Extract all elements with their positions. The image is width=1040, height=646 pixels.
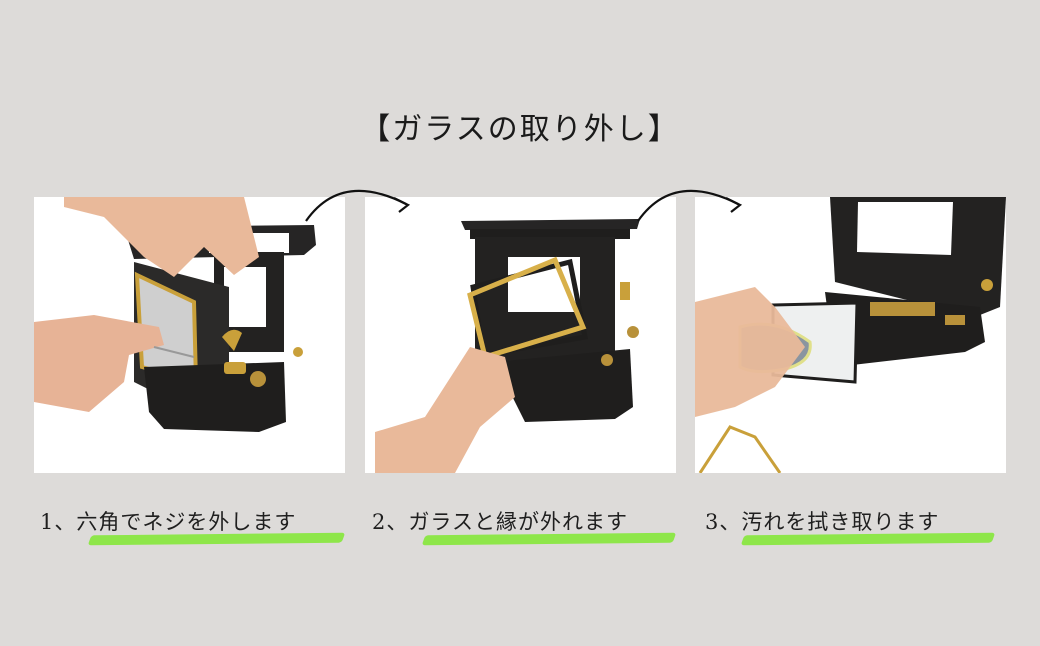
curved-arrow-right-icon [637,189,743,222]
step-2-caption: 2、ガラスと縁が外れます [372,506,677,546]
step-2-photo [365,197,676,473]
highlight-stroke [421,532,677,546]
step-3-photo [695,197,1006,473]
step-number: 2、 [372,510,409,534]
page-title: 【ガラスの取り外し】 [360,112,680,147]
highlight-stroke [740,532,996,546]
stove-photo-1 [34,197,316,432]
step-text: 六角でネジを外します [76,510,297,534]
step-1-caption: 1、六角でネジを外します [40,506,346,546]
step-3-caption: 3、汚れを拭き取ります [705,506,996,546]
stove-photo-2 [375,219,640,473]
highlight-stroke [87,532,346,546]
stove-photo-3 [695,197,1006,473]
step-text: ガラスと縁が外れます [408,510,628,534]
step-1-photo [34,197,345,473]
step-number: 3、 [705,510,742,534]
curved-arrow-right-icon [305,189,411,222]
step-number: 1、 [40,510,77,534]
step-text: 汚れを拭き取ります [741,510,940,534]
